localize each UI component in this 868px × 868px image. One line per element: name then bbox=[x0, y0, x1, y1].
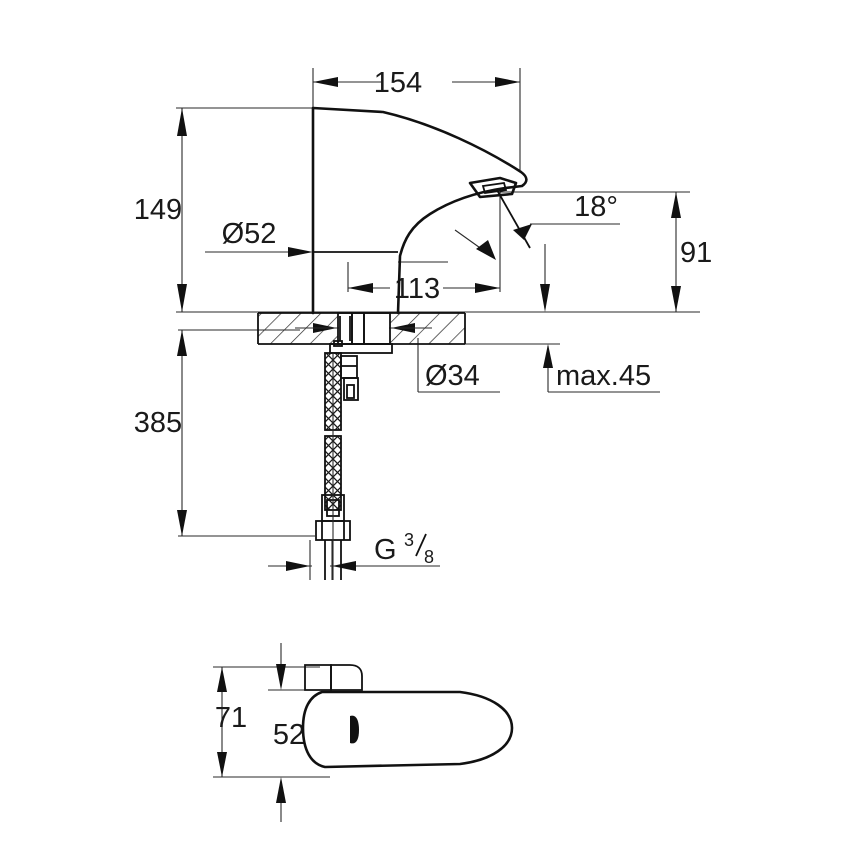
dimension-label-52-top: 52 bbox=[273, 719, 305, 751]
dimension-52-top: 52 bbox=[273, 643, 305, 822]
dimension-label-113: 113 bbox=[394, 273, 440, 305]
dimension-g38-thread: G 3 8 bbox=[286, 530, 434, 571]
dimension-label-d34: Ø34 bbox=[425, 360, 480, 392]
dimension-d34: Ø34 bbox=[425, 360, 480, 392]
dimension-113: 113 bbox=[347, 192, 501, 305]
dimension-91: 91 bbox=[671, 192, 712, 312]
dimension-label-149: 149 bbox=[134, 194, 182, 226]
faucet-body-outline bbox=[311, 106, 528, 315]
dimension-label-d52: Ø52 bbox=[222, 218, 277, 250]
dimension-label-71: 71 bbox=[215, 702, 247, 734]
top-view-body-outline bbox=[301, 664, 514, 769]
dimension-18-degrees: 18° bbox=[454, 189, 618, 312]
thread-label-numerator: 3 bbox=[404, 530, 414, 550]
dimension-label-max45: max.45 bbox=[556, 360, 651, 392]
dimension-154: 154 bbox=[313, 67, 520, 99]
top-plan-view: 71 52 bbox=[213, 643, 514, 822]
dimension-label-385: 385 bbox=[134, 407, 182, 439]
dimension-d52: Ø52 bbox=[222, 218, 313, 257]
dimension-label-154: 154 bbox=[374, 67, 422, 99]
side-elevation-view: 154 149 Ø52 113 bbox=[134, 67, 712, 580]
dimension-71: 71 bbox=[215, 667, 247, 777]
dimension-label-18-degrees: 18° bbox=[574, 191, 618, 223]
thread-label-g: G bbox=[374, 534, 397, 566]
deck-cross-section bbox=[257, 312, 466, 345]
dimension-149: 149 bbox=[134, 108, 187, 312]
flexible-hose bbox=[315, 352, 359, 580]
dimension-385: 385 bbox=[134, 330, 187, 536]
shank-assembly bbox=[329, 312, 393, 354]
top-view-extension-lines bbox=[213, 666, 330, 778]
thread-label-denominator: 8 bbox=[424, 547, 434, 567]
extension-lines bbox=[176, 68, 700, 580]
dimension-max45: max.45 bbox=[543, 344, 651, 392]
dimension-label-91: 91 bbox=[680, 237, 712, 269]
